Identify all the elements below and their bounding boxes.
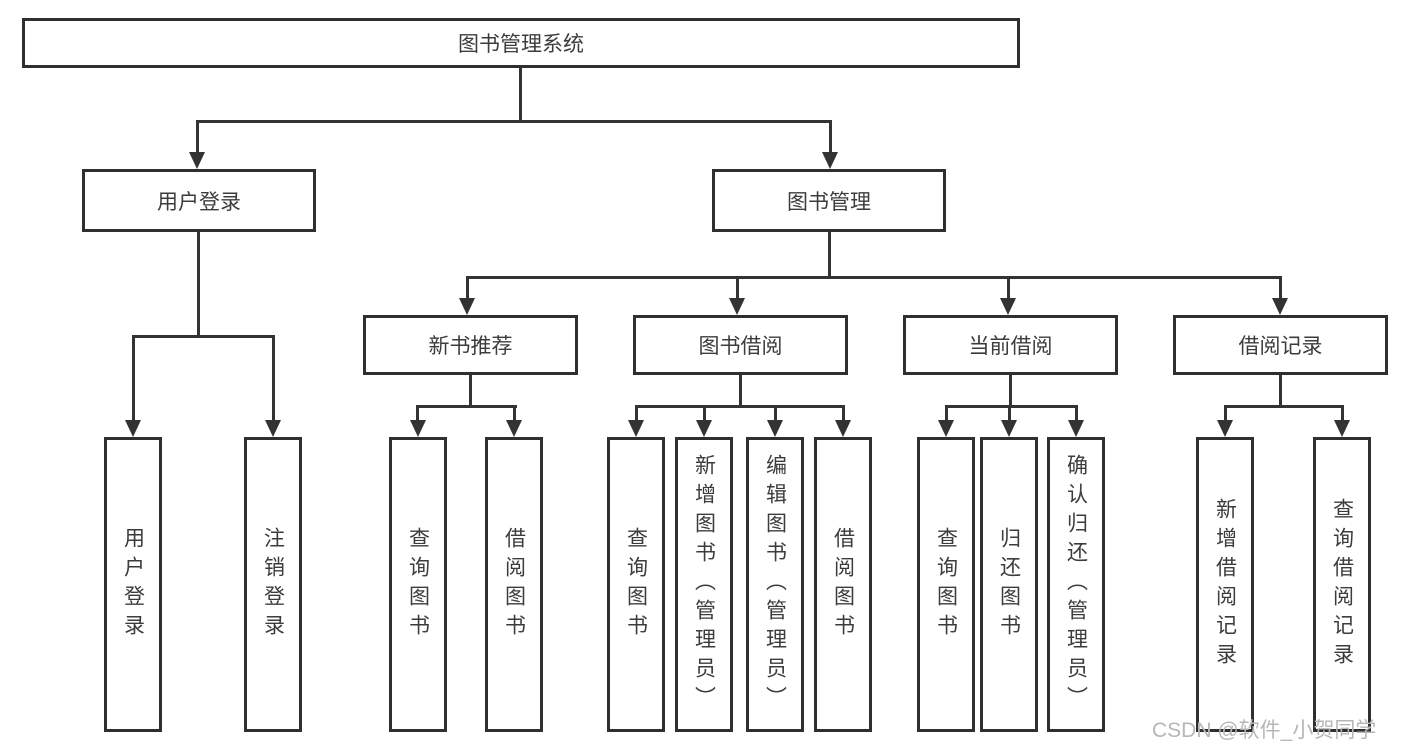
leaf-label: 查询图书 (624, 526, 648, 643)
node-label: 借阅记录 (1238, 335, 1323, 358)
leaf-label: 新增借阅记录 (1213, 497, 1237, 672)
connector-line (1009, 375, 1012, 408)
node-library-system: 图书管理系统 (22, 18, 1020, 68)
arrow-down-icon (125, 420, 141, 437)
node-label: 用户登录 (157, 190, 241, 214)
leaf-label: 借阅图书 (502, 526, 526, 643)
connector-line (829, 120, 832, 154)
leaf-query-books-borrowing: 查询图书 (607, 437, 665, 732)
connector-line (1341, 405, 1344, 422)
leaf-label: 确认归还（管理员） (1064, 454, 1088, 715)
node-borrowing-records: 借阅记录 (1173, 315, 1388, 375)
connector-line (739, 375, 742, 408)
connector-line (416, 405, 517, 408)
leaf-label: 借阅图书 (831, 526, 855, 643)
leaf-query-books-recommend: 查询图书 (389, 437, 447, 732)
leaf-add-book-admin: 新增图书（管理员） (675, 437, 733, 732)
arrow-down-icon (265, 420, 281, 437)
connector-line (703, 405, 706, 422)
arrow-down-icon (506, 420, 522, 437)
leaf-label: 新增图书（管理员） (692, 454, 716, 715)
connector-line (842, 405, 845, 422)
arrow-down-icon (767, 420, 783, 437)
node-label: 图书管理系统 (458, 33, 584, 56)
connector-line (272, 335, 275, 422)
connector-line (513, 405, 516, 422)
connector-line (1224, 405, 1227, 422)
node-label: 图书借阅 (698, 335, 783, 358)
connector-line (1279, 375, 1282, 408)
node-current-borrowing: 当前借阅 (903, 315, 1118, 375)
connector-line (1008, 405, 1011, 422)
connector-line (132, 335, 135, 422)
leaf-borrow-books-recommend: 借阅图书 (485, 437, 543, 732)
leaf-label: 查询图书 (406, 526, 430, 643)
node-new-book-recommend: 新书推荐 (363, 315, 578, 375)
connector-line (828, 232, 831, 279)
arrow-down-icon (1334, 420, 1350, 437)
arrow-down-icon (696, 420, 712, 437)
connector-line (466, 276, 469, 300)
leaf-query-borrow-record: 查询借阅记录 (1313, 437, 1371, 732)
connector-line (945, 405, 1078, 408)
leaf-borrow-books-borrowing: 借阅图书 (814, 437, 872, 732)
leaf-label: 查询借阅记录 (1330, 497, 1354, 672)
connector-line (736, 276, 739, 300)
node-user-login: 用户登录 (82, 169, 316, 232)
arrow-down-icon (1000, 298, 1016, 315)
connector-line (945, 405, 948, 422)
connector-line (416, 405, 419, 422)
leaf-query-books-current: 查询图书 (917, 437, 975, 732)
connector-line (196, 120, 832, 123)
connector-line (635, 405, 845, 408)
connector-line (466, 276, 1282, 279)
connector-line (1279, 276, 1282, 300)
leaf-label: 用户登录 (121, 526, 145, 643)
leaf-logout: 注销登录 (244, 437, 302, 732)
leaf-label: 归还图书 (997, 526, 1021, 643)
leaf-add-borrow-record: 新增借阅记录 (1196, 437, 1254, 732)
leaf-return-book: 归还图书 (980, 437, 1038, 732)
connector-line (519, 68, 522, 122)
arrow-down-icon (1068, 420, 1084, 437)
arrow-down-icon (628, 420, 644, 437)
node-label: 当前借阅 (968, 335, 1053, 358)
connector-line (132, 335, 275, 338)
node-book-management: 图书管理 (712, 169, 946, 232)
connector-line (774, 405, 777, 422)
leaf-confirm-return-admin: 确认归还（管理员） (1047, 437, 1105, 732)
connector-line (197, 232, 200, 338)
arrow-down-icon (729, 298, 745, 315)
leaf-edit-book-admin: 编辑图书（管理员） (746, 437, 804, 732)
csdn-watermark: CSDN @软件_小贺同学 (1152, 719, 1377, 742)
arrow-down-icon (938, 420, 954, 437)
arrow-down-icon (1272, 298, 1288, 315)
arrow-down-icon (835, 420, 851, 437)
arrow-down-icon (410, 420, 426, 437)
connector-line (635, 405, 638, 422)
connector-line (196, 120, 199, 154)
node-label: 新书推荐 (428, 335, 513, 358)
node-book-borrowing: 图书借阅 (633, 315, 848, 375)
arrow-down-icon (1001, 420, 1017, 437)
connector-line (469, 375, 472, 408)
connector-line (1224, 405, 1343, 408)
leaf-user-login: 用户登录 (104, 437, 162, 732)
arrow-down-icon (459, 298, 475, 315)
connector-line (1007, 276, 1010, 300)
arrow-down-icon (1217, 420, 1233, 437)
node-label: 图书管理 (787, 190, 871, 214)
connector-line (1075, 405, 1078, 422)
arrow-down-icon (189, 152, 205, 169)
leaf-label: 编辑图书（管理员） (763, 454, 787, 715)
leaf-label: 注销登录 (261, 526, 285, 643)
leaf-label: 查询图书 (934, 526, 958, 643)
arrow-down-icon (822, 152, 838, 169)
